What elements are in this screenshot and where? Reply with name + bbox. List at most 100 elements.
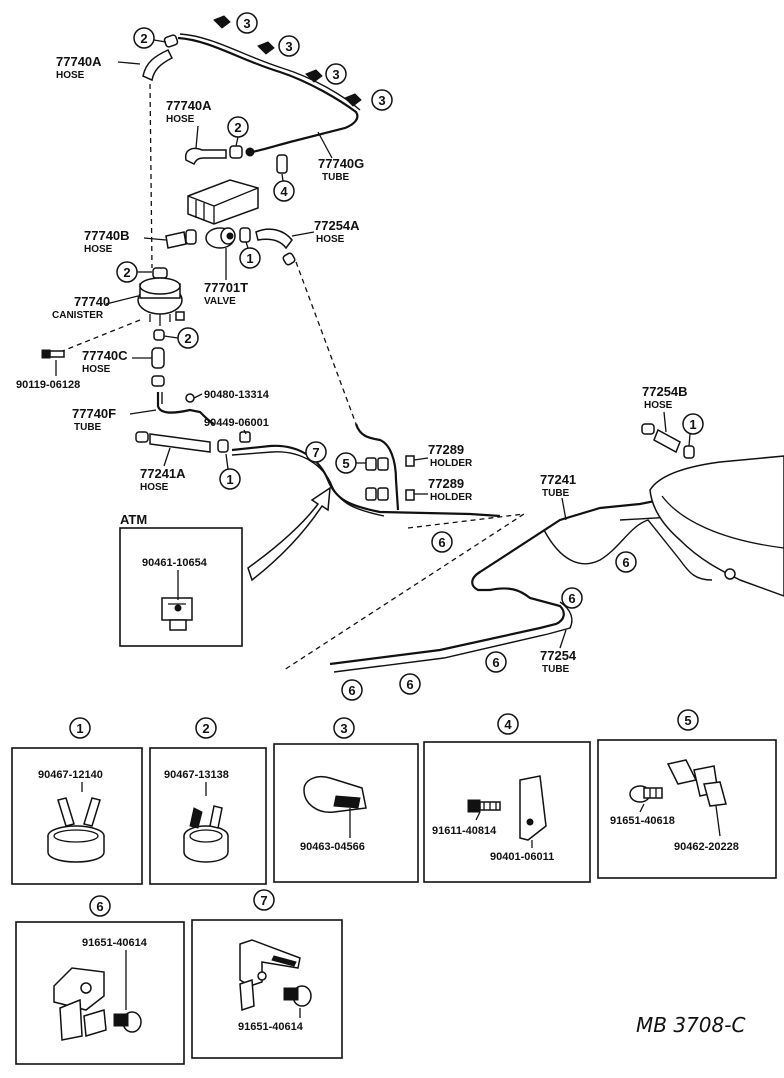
dashed-leader-3 [295, 261, 357, 425]
label-77254A: 77254A [314, 218, 360, 233]
fuel-tank [649, 455, 784, 597]
atm-box [119, 527, 243, 647]
label-90119: 90119-06128 [16, 379, 80, 391]
detail-7-number: 7 [260, 893, 267, 908]
dashed-leader-1 [149, 83, 153, 269]
detail-box-2: 2 90467-13138 [149, 717, 267, 885]
label-tube-f: TUBE [74, 422, 102, 433]
label-77289-2: 77289 [428, 476, 464, 491]
callout-3c: 3 [332, 67, 339, 82]
label-77289-1: 77289 [428, 442, 464, 457]
label-holder-2: HOLDER [430, 492, 473, 503]
label-77740: 77740 [74, 294, 110, 309]
callout-6d: 6 [492, 655, 499, 670]
callout-6a: 6 [438, 535, 445, 550]
dashed-zoom-lines [283, 513, 525, 671]
label-holder-1: HOLDER [430, 458, 473, 469]
hose-77241A [135, 431, 251, 453]
valve-77701T [205, 227, 251, 249]
callout-2b: 2 [234, 120, 241, 135]
diagram-code-signature: MB 3708-C [636, 1013, 745, 1037]
detail-1-number: 1 [76, 721, 83, 736]
detail-3-part: 90463-04566 [300, 841, 365, 853]
label-90480: 90480-13314 [204, 389, 270, 401]
detail-1-part: 90467-12140 [38, 769, 103, 781]
detail-box-3: 3 90463-04566 [273, 717, 419, 883]
canister-77740 [137, 267, 185, 326]
label-hose-254b: HOSE [644, 400, 673, 411]
part-labels: 77740A HOSE 77740A HOSE 77740G TUBE 7774… [16, 54, 688, 675]
label-hose-241a: HOSE [140, 482, 169, 493]
label-atm: ATM [120, 512, 147, 527]
detail-4-part-b: 90401-06011 [490, 851, 554, 863]
detail-box-1: 1 90467-12140 [11, 717, 143, 885]
callout-2d: 2 [184, 331, 191, 346]
label-77740B: 77740B [84, 228, 130, 243]
callout-6f: 6 [348, 683, 355, 698]
detail-7-part: 91651-40614 [238, 1021, 304, 1033]
detail-3-number: 3 [340, 721, 347, 736]
label-hose-1: HOSE [56, 70, 85, 81]
detail-6-number: 6 [96, 899, 103, 914]
hose-77254A [255, 228, 296, 266]
callout-3b: 3 [285, 39, 292, 54]
label-90449: 90449-06001 [204, 417, 269, 429]
hose-77740A-top [142, 49, 174, 82]
label-77241: 77241 [540, 472, 576, 487]
label-hose-c: HOSE [82, 364, 111, 375]
detail-box-7: 7 91651-40614 [191, 889, 343, 1059]
label-hose-254a: HOSE [316, 234, 345, 245]
detail-box-5: 5 91651-40618 90462-20228 [597, 709, 777, 879]
canister-bracket [187, 179, 259, 225]
callout-1a: 1 [246, 251, 253, 266]
detail-5-part-b: 90462-20228 [674, 841, 739, 853]
hose-77254B [641, 423, 695, 459]
bolt-90119 [41, 349, 65, 359]
label-valve: VALVE [204, 296, 236, 307]
label-canister: CANISTER [52, 310, 104, 321]
detail-4-part-a: 91611-40814 [432, 825, 497, 837]
clip-3-group [213, 15, 362, 107]
label-tube-254: TUBE [542, 664, 570, 675]
detail-2-part: 90467-13138 [164, 769, 229, 781]
label-77254: 77254 [540, 648, 577, 663]
label-hose-2: HOSE [166, 114, 195, 125]
label-77740F: 77740F [72, 406, 116, 421]
callout-1c: 1 [689, 417, 696, 432]
upper-tube-77740G [177, 33, 361, 154]
label-77254B: 77254B [642, 384, 688, 399]
holder-77289-b [365, 487, 415, 501]
hose-77740A-mid [184, 145, 255, 166]
detail-5-number: 5 [684, 713, 691, 728]
tube-main-route [231, 423, 501, 518]
label-77740C: 77740C [82, 348, 128, 363]
label-tube-g: TUBE [322, 172, 350, 183]
atm-arrow [247, 486, 331, 582]
label-77740A-2: 77740A [166, 98, 212, 113]
callout-4: 4 [280, 184, 288, 199]
hose-77740B [165, 229, 197, 249]
detail-5-part-a: 91651-40618 [610, 815, 675, 827]
callout-6b: 6 [622, 555, 629, 570]
detail-4-number: 4 [504, 717, 512, 732]
detail-2-number: 2 [202, 721, 209, 736]
label-77740G: 77740G [318, 156, 364, 171]
callout-2c: 2 [123, 265, 130, 280]
grommet-part [276, 154, 288, 174]
callout-1b: 1 [226, 472, 233, 487]
holder-77289-a [365, 455, 415, 471]
label-77241A: 77241A [140, 466, 186, 481]
label-77740A-1: 77740A [56, 54, 102, 69]
callout-2a: 2 [140, 31, 147, 46]
callouts: 2 3 3 3 3 2 4 1 2 2 7 1 5 6 [116, 12, 704, 701]
detail-6-part: 91651-40614 [82, 937, 148, 949]
label-hose-b: HOSE [84, 244, 113, 255]
callout-6e: 6 [406, 677, 413, 692]
clamp-top [163, 34, 179, 48]
label-90461: 90461-10654 [142, 557, 208, 569]
detail-box-6: 6 91651-40614 [15, 895, 185, 1065]
label-77701T: 77701T [204, 280, 248, 295]
callout-3a: 3 [243, 16, 250, 31]
label-tube-241: TUBE [542, 488, 570, 499]
